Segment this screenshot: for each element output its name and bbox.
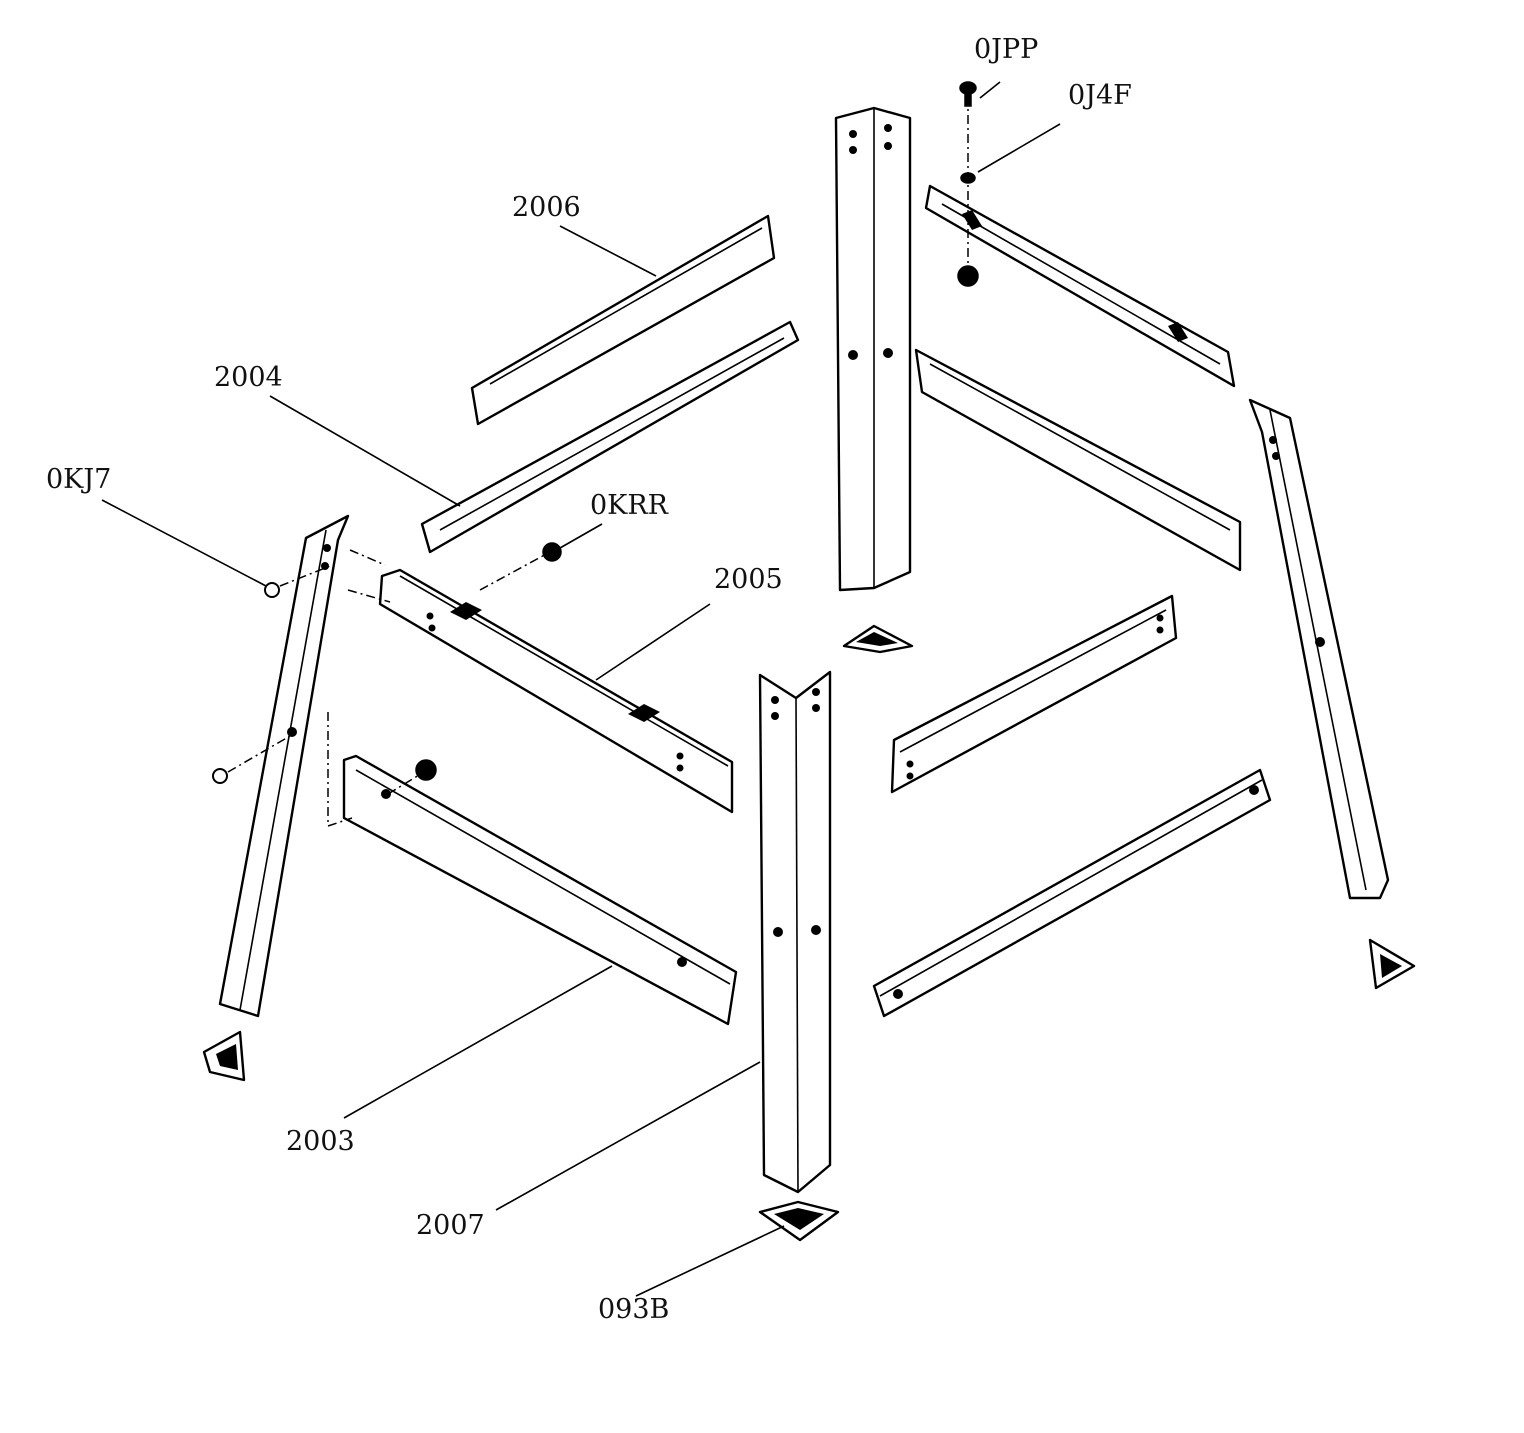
washer-icon [960,172,976,184]
label-2004: 2004 [214,362,283,393]
label-2007: 2007 [416,1210,485,1241]
part-labels: 0JPP 0J4F 2006 2004 0KJ7 0KRR 2005 2003 … [46,34,1132,1325]
label-2005: 2005 [714,564,783,595]
rail-right-back-upper [924,184,1236,388]
rail-right-back-lower [914,348,1242,572]
label-0kj7: 0KJ7 [46,464,111,495]
rail-front-right-upper [890,594,1178,794]
foot-front-center [758,1200,840,1242]
leg-right [1248,398,1390,900]
label-0jpp: 0JPP [974,34,1038,65]
carriage-bolt-icon [264,582,280,598]
hex-nut-icon [415,759,437,781]
leg-front-center [758,670,832,1194]
hardware-top-right [957,81,979,287]
foot-left [202,1030,246,1082]
leg-left [218,514,350,1018]
foot-right [1368,938,1416,990]
rail-2004 [420,320,800,554]
leg-back-center [834,106,912,592]
rail-2003 [342,754,738,1026]
hex-nut-icon [542,542,562,562]
label-093b: 093B [598,1294,669,1325]
hex-nut-icon [957,265,979,287]
label-2003: 2003 [286,1126,355,1157]
leader-lines [101,81,1061,1297]
rail-front-right-lower [872,768,1272,1018]
foot-back-center [842,624,914,654]
label-2006: 2006 [512,192,581,223]
hardware-left [212,542,562,827]
carriage-bolt-icon [212,768,228,784]
rail-2006 [470,214,776,426]
label-0j4f: 0J4F [1068,80,1132,111]
label-0krr: 0KRR [590,490,669,521]
